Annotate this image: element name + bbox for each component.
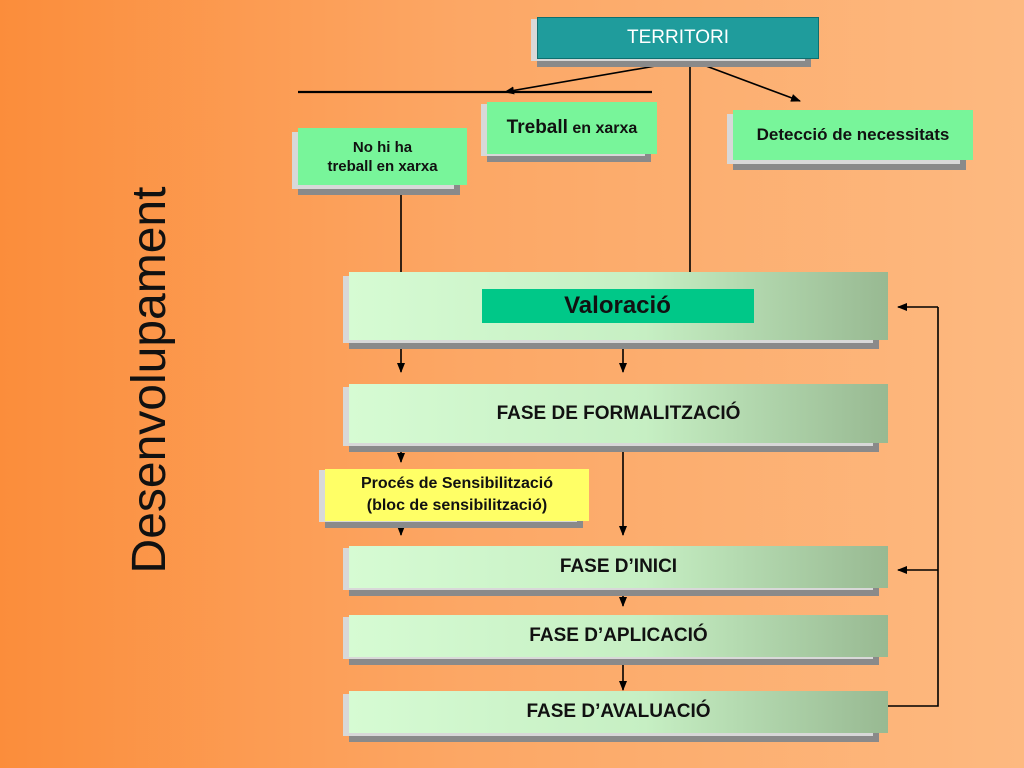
- fase-formalitzacio-label: FASE DE FORMALITZACIÓ: [496, 402, 741, 424]
- no-treball-line2: treball en xarxa: [327, 157, 438, 175]
- fase-inici-label: FASE D’INICI: [559, 556, 678, 577]
- sensibilitzacio-box: Procés de Sensibilització (bloc de sensi…: [325, 469, 589, 521]
- fase-avaluacio-box: FASE D’AVALUACIÓ: [349, 691, 888, 733]
- no-treball-box: No hi ha treball en xarxa: [298, 128, 467, 185]
- territori-label: TERRITORI: [626, 27, 730, 48]
- fase-formalitzacio-box: FASE DE FORMALITZACIÓ: [349, 384, 888, 443]
- deteccio-label: Detecció de necessitats: [756, 125, 950, 144]
- valoracio-label-box: Valoració: [481, 289, 754, 323]
- territori-box: TERRITORI: [537, 17, 819, 59]
- no-treball-line1: No hi ha: [352, 138, 413, 156]
- sensibilitzacio-line2: (bloc de sensibilització): [366, 497, 548, 514]
- treball-strong: Treball: [506, 117, 568, 138]
- deteccio-box: Detecció de necessitats: [733, 110, 973, 160]
- treball-en-xarxa-box: Treball en xarxa: [487, 102, 657, 154]
- fase-aplicacio-label: FASE D’APLICACIÓ: [529, 625, 708, 646]
- valoracio-label: Valoració: [564, 292, 671, 319]
- valoracio-box: Valoració: [349, 272, 888, 340]
- fase-avaluacio-label: FASE D’AVALUACIÓ: [526, 701, 711, 722]
- sensibilitzacio-line1: Procés de Sensibilització: [360, 475, 554, 492]
- treball-rest: en xarxa: [567, 120, 638, 137]
- feedback-loop-line: [888, 307, 939, 707]
- fase-inici-box: FASE D’INICI: [349, 546, 888, 588]
- fase-aplicacio-box: FASE D’APLICACIÓ: [349, 615, 888, 657]
